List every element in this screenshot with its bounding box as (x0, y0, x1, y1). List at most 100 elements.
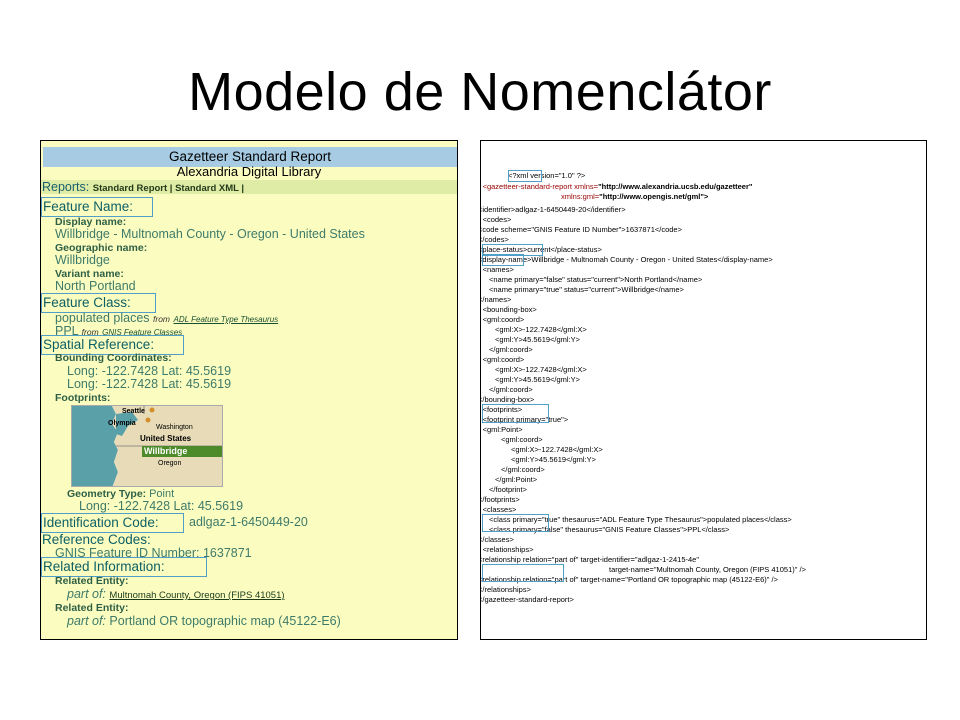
xml-line: </gml:coord> (489, 345, 533, 354)
related-entity-1-label: Related Entity: (55, 575, 129, 587)
gazetteer-report-panel: Gazetteer Standard Report Alexandria Dig… (40, 140, 458, 640)
feature-class-2: PPL from GNIS Feature Classes (55, 324, 182, 340)
related-entity-1-partof: part of: (67, 587, 106, 601)
reports-bar: Reports: Standard Report | Standard XML … (41, 180, 457, 194)
xml-line: - <bounding-box> (480, 305, 537, 314)
related-entity-2-value: Portland OR topographic map (45122-E6) (109, 614, 341, 628)
class2-source-link[interactable]: GNIS Feature Classes (102, 328, 183, 337)
xml-line: <relationship relation="part of" target-… (480, 575, 778, 584)
xml-line: <relationship relation="part of" target-… (480, 555, 699, 564)
related-entity-2-partof: part of: (67, 614, 106, 628)
xml-line: <place-status>current</place-status> (480, 245, 602, 254)
class1-value: populated places (55, 311, 150, 325)
xml-line: - <names> (480, 265, 514, 274)
map-label-willbridge: Willbridge (144, 446, 188, 456)
xml-line: </footprints> (480, 495, 520, 504)
xml-line: - <codes> (480, 215, 512, 224)
geographic-name-value: Willbridge (55, 253, 110, 267)
xml-line: </classes> (480, 535, 514, 544)
xml-line: <gml:Y>45.5619</gml:Y> (495, 335, 581, 344)
xml-line: - <footprint primary="true"> (480, 415, 569, 424)
xml-line-part: "http://www.alexandria.ucsb.edu/gazettee… (598, 182, 753, 191)
footprint-map: Seattle Olympia Washington United States… (71, 405, 223, 487)
xml-line: - <gml:Point> (480, 425, 523, 434)
xml-highlight-version (508, 170, 542, 182)
xml-highlight-place-status (482, 244, 543, 256)
xml-line: xmlns:gml="http://www.opengis.net/gml"> (561, 192, 708, 202)
xml-line: <class primary="true" thesaurus="ADL Fea… (489, 515, 792, 524)
geographic-name-label: Geographic name: (55, 242, 148, 254)
xml-line: </gml:coord> (489, 385, 533, 394)
bounding-coordinates-label: Bounding Coordinates: (55, 352, 172, 364)
xml-line: <class primary="false" thesaurus="GNIS F… (489, 525, 730, 534)
xml-line: <gml:X>-122.7428</gml:X> (495, 325, 587, 334)
class2-value: PPL (55, 324, 79, 338)
xml-line: <name primary="true" status="current">Wi… (489, 285, 684, 294)
class1-source-link[interactable]: ADL Feature Type Thesaurus (173, 315, 279, 324)
feature-name-heading: Feature Name: (41, 197, 153, 217)
identification-code-value: adlgaz-1-6450449-20 (189, 515, 308, 529)
xml-line: <name primary="false" status="current">N… (489, 275, 703, 284)
display-name-label: Display name: (55, 216, 127, 228)
xml-line: target-name="Multnomah County, Oregon (F… (609, 565, 806, 574)
xml-line: <gml:X>-122.7428</gml:X> (511, 445, 603, 454)
xml-line: - <footprints> (480, 405, 523, 414)
reference-code-value: GNIS Feature ID Number: 1637871 (55, 546, 252, 560)
xml-line: <identifier>adlgaz-1-6450449-20</identif… (480, 205, 626, 214)
related-entity-1-link[interactable]: Multnomah County, Oregon (FIPS 41051) (109, 590, 285, 601)
xml-line: - <gazetteer-standard-report xmlns="http… (480, 182, 753, 192)
xml-line: </gml:coord> (501, 465, 545, 474)
variant-name-label: Variant name: (55, 268, 124, 280)
report-subtitle: Alexandria Digital Library (176, 164, 322, 179)
reports-links[interactable]: Standard Report | Standard XML | (92, 183, 245, 194)
map-label-washington: Washington (156, 424, 193, 431)
xml-line: <gml:Y>45.5619</gml:Y> (511, 455, 597, 464)
spatial-reference-heading: Spatial Reference: (41, 335, 184, 355)
report-title: Gazetteer Standard Report (43, 147, 457, 167)
geometry-type-line: Geometry Type: Point (67, 488, 174, 500)
xml-line: <gml:coord> (501, 435, 543, 444)
reference-codes-heading: Reference Codes: (42, 532, 151, 547)
map-label-oregon: Oregon (158, 460, 182, 467)
xml-highlight-classes-relationships (482, 564, 564, 582)
xml-highlight-footprints (482, 514, 549, 532)
xml-line: - <gml:coord> (480, 315, 525, 324)
xml-highlight-display-name (482, 254, 524, 266)
geometry-type-label: Geometry Type: (67, 488, 147, 500)
identification-code-heading: Identification Code: (41, 513, 184, 533)
related-entity-2: part of: Portland OR topographic map (45… (67, 614, 341, 628)
xml-line-part: - <gazetteer-standard-report xmlns= (480, 182, 599, 191)
related-entity-1: part of: Multnomah County, Oregon (FIPS … (67, 587, 285, 603)
map-label-united-states: United States (140, 434, 192, 443)
xml-highlight-bounding-box (482, 404, 549, 423)
variant-name-value: North Portland (55, 279, 136, 293)
xml-line: <display-name>Willbridge - Multnomah Cou… (480, 255, 773, 264)
xml-line: </relationships> (480, 585, 531, 594)
map-label-olympia: Olympia (108, 420, 136, 427)
related-information-heading: Related Information: (41, 557, 207, 577)
xml-line: - <gml:coord> (480, 355, 525, 364)
xml-line: </gazetteer-standard-report> (480, 595, 574, 604)
geometry-type-value: Point (149, 488, 175, 500)
class1-from: from (153, 314, 171, 324)
xml-line: </footprint> (489, 485, 527, 494)
geometry-coords: Long: -122.7428 Lat: 45.5619 (79, 499, 244, 513)
xml-line: </gml:Point> (495, 475, 538, 484)
map-label-seattle: Seattle (122, 408, 145, 415)
feature-class-1: populated places from ADL Feature Type T… (55, 311, 278, 327)
xml-line: <gml:Y>45.5619</gml:Y> (495, 375, 581, 384)
xml-line: - <classes> (480, 505, 517, 514)
class2-from: from (81, 327, 99, 337)
reports-label: Reports: (42, 180, 90, 194)
related-entity-2-label: Related Entity: (55, 602, 129, 614)
xml-document: <?xml version="1.0" ?> - <gazetteer-stan… (480, 141, 926, 639)
xml-line: </bounding-box> (480, 395, 535, 404)
xml-line-part: xmlns:gml= (561, 192, 600, 201)
bbox-coord-2: Long: -122.7428 Lat: 45.5619 (67, 377, 232, 391)
xml-line: </names> (480, 295, 512, 304)
xml-view-panel: <?xml version="1.0" ?> - <gazetteer-stan… (480, 140, 927, 640)
xml-line: <code scheme="GNIS Feature ID Number">16… (480, 225, 682, 234)
feature-class-heading: Feature Class: (41, 293, 156, 313)
footprints-label: Footprints: (55, 392, 111, 404)
xml-line: <?xml version="1.0" ?> (508, 171, 586, 180)
